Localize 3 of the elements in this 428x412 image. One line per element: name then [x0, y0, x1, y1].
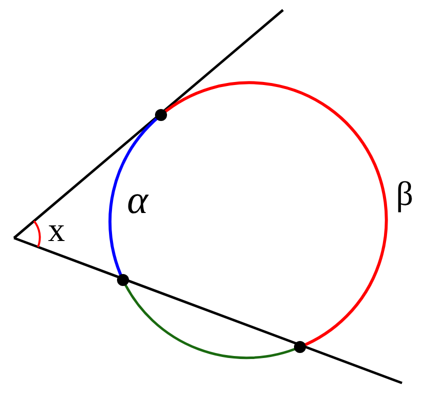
arc-label: α	[127, 180, 148, 220]
arc-label: β	[396, 178, 414, 212]
angle-label: x	[48, 214, 65, 248]
